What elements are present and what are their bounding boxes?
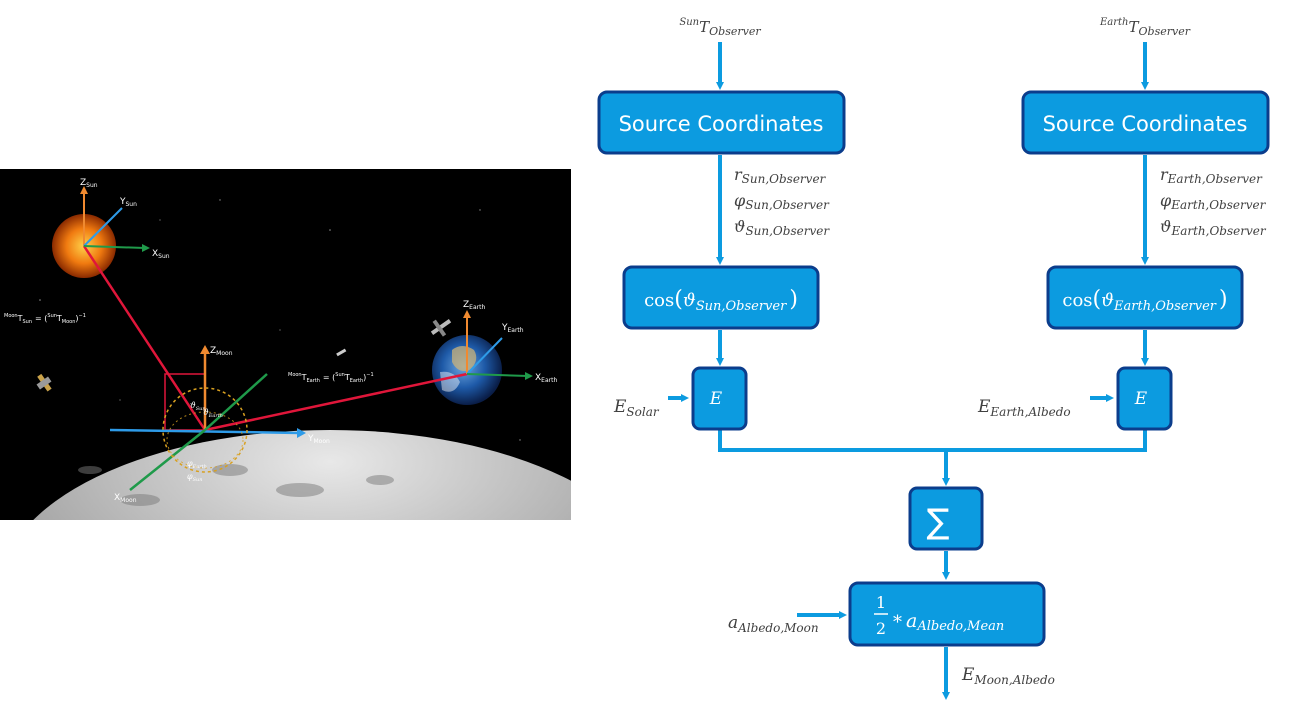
left-source-coordinates-box <box>597 90 846 155</box>
theta-earth-label: ϑEarth <box>203 408 223 419</box>
left-e-box <box>691 366 748 431</box>
albedo-mean-term: aAlbedo,Mean <box>906 610 1004 634</box>
right-e-box <box>1116 366 1173 431</box>
right-cos-label: cos(ϑEarth,Observer) <box>1062 287 1227 314</box>
right-output-theta: ϑEarth,Observer <box>1160 217 1267 238</box>
albedo-mean-box <box>848 581 1046 647</box>
right-output-r: rEarth,Observer <box>1160 165 1263 186</box>
sun-z-label: ZSun <box>80 178 98 189</box>
moon-surface <box>33 430 571 520</box>
left-output-r: rSun,Observer <box>734 165 827 186</box>
moon-z-label: ZMoon <box>210 346 233 357</box>
transform-earth-label: MoonTEarth= (SunTEarth)−1 <box>288 372 374 384</box>
albedo-moon-label: aAlbedo,Moon <box>728 613 819 635</box>
phi-earth-label: φEarth <box>187 459 207 470</box>
space-station-icon <box>430 319 452 337</box>
theta-sun-label: ϑSun <box>190 401 206 412</box>
right-cos-box <box>1046 265 1244 330</box>
fraction-numerator: 1 <box>876 593 886 612</box>
multiply-operator: * <box>893 612 902 633</box>
right-e-label: E <box>1134 389 1148 409</box>
sun-moon-link <box>82 245 207 431</box>
left-cos-box <box>622 265 820 330</box>
right-source-coordinates-label: Source Coordinates <box>1043 112 1248 136</box>
fraction-denominator: 2 <box>876 619 886 638</box>
moon-x-label: XMoon <box>114 493 137 504</box>
sum-box <box>908 486 984 551</box>
earth-x-label: XEarth <box>535 373 557 384</box>
earth-z-label: ZEarth <box>463 300 485 311</box>
left-e-label: E <box>709 389 723 409</box>
moon-earth-link <box>204 372 468 432</box>
output-label: EMoon,Albedo <box>961 665 1055 687</box>
small-satellite-icon <box>336 348 347 357</box>
moon-y-label: YMoon <box>307 434 330 445</box>
albedo-mean-formula: 1 2 * aAlbedo,Mean <box>874 593 1004 638</box>
right-input-label: EarthTObserver <box>1099 17 1191 38</box>
right-source-coordinates-box <box>1021 90 1270 155</box>
phi-sun-label: φSun <box>187 472 202 483</box>
left-output-theta: ϑSun,Observer <box>734 217 830 238</box>
transform-sun-label: MoonTSun= (SunTMoon)−1 <box>4 313 86 325</box>
space-illustration: ZSun YSun XSun ZEarth YEarth XEarth ZMoo… <box>0 169 571 520</box>
e-earth-albedo-label: EEarth,Albedo <box>977 397 1071 419</box>
moon-craters <box>78 464 394 506</box>
left-source-coordinates-label: Source Coordinates <box>619 112 824 136</box>
left-cos-label: cos(ϑSun,Observer) <box>644 287 798 314</box>
earth-y-label: YEarth <box>501 323 524 334</box>
right-output-phi: φEarth,Observer <box>1160 191 1267 212</box>
left-input-label: SunTObserver <box>679 17 761 38</box>
left-outputs: rSun,Observer φSun,Observer ϑSun,Observe… <box>734 165 830 238</box>
e-solar-label: ESolar <box>613 397 660 419</box>
satellite-icon <box>36 373 52 392</box>
flow-diagram: SunTObserver EarthTObserver Source Coord… <box>597 17 1270 700</box>
sun-x-label: XSun <box>152 249 170 260</box>
sum-symbol: ∑ <box>927 502 950 542</box>
right-outputs: rEarth,Observer φEarth,Observer ϑEarth,O… <box>1160 165 1267 238</box>
sun-y-label: YSun <box>119 197 137 208</box>
connectors <box>668 42 1149 700</box>
angle-circle <box>162 387 248 473</box>
left-output-phi: φSun,Observer <box>734 191 830 212</box>
